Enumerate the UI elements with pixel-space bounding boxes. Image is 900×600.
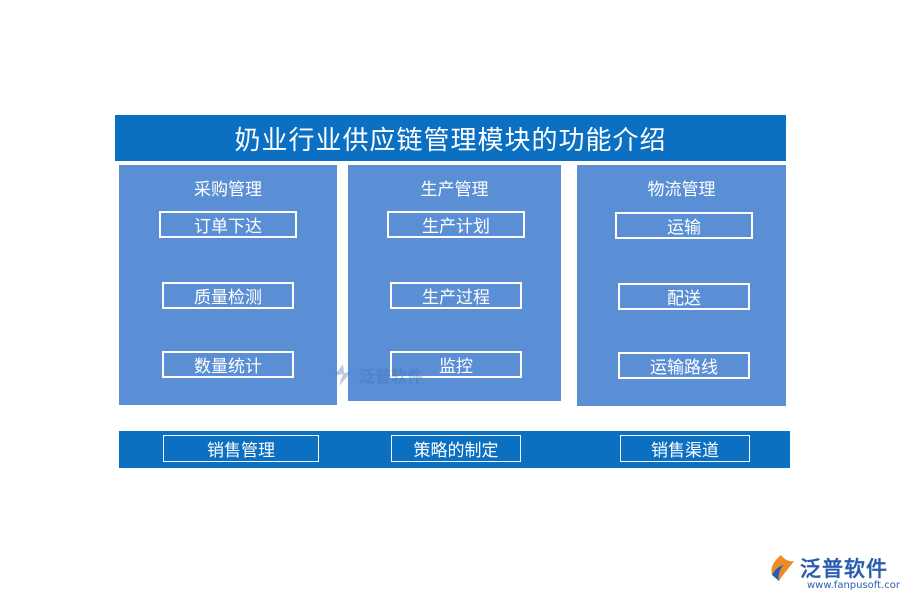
item-box: 生产计划 [387, 211, 525, 238]
diagram-title: 奶业行业供应链管理模块的功能介绍 [115, 115, 786, 161]
panel-logistics: 物流管理 运输 配送 运输路线 [577, 165, 786, 406]
panel-production: 生产管理 生产计划 生产过程 监控 [348, 165, 561, 401]
watermark-text: 泛普软件 [359, 367, 424, 386]
sales-item-box: 销售渠道 [620, 435, 750, 462]
item-box: 配送 [618, 283, 750, 310]
panel-title: 生产管理 [420, 180, 489, 200]
sales-bar: 销售管理 策略的制定 销售渠道 [119, 431, 790, 468]
watermark-logo-icon [334, 364, 352, 386]
item-box: 数量统计 [162, 351, 294, 378]
item-box: 生产过程 [390, 282, 522, 309]
panel-title: 物流管理 [647, 180, 716, 200]
item-box: 运输路线 [618, 352, 750, 379]
diagram-title-text: 奶业行业供应链管理模块的功能介绍 [234, 125, 667, 156]
brand-logo: 泛普软件 [766, 553, 888, 583]
item-box: 订单下达 [159, 211, 297, 238]
panel-procurement: 采购管理 订单下达 质量检测 数量统计 [119, 165, 337, 405]
watermark: 泛普软件 [330, 362, 423, 388]
brand-url: www.fanpusoft.com [807, 580, 900, 591]
sales-item-box: 销售管理 [163, 435, 319, 462]
brand-name: 泛普软件 [800, 557, 888, 581]
item-box: 运输 [615, 212, 753, 239]
item-box: 监控 [390, 351, 522, 378]
panel-title: 采购管理 [194, 180, 262, 200]
sales-item-box: 策略的制定 [391, 435, 521, 462]
item-box: 质量检测 [162, 282, 294, 309]
fanpu-logo-icon [771, 555, 794, 581]
